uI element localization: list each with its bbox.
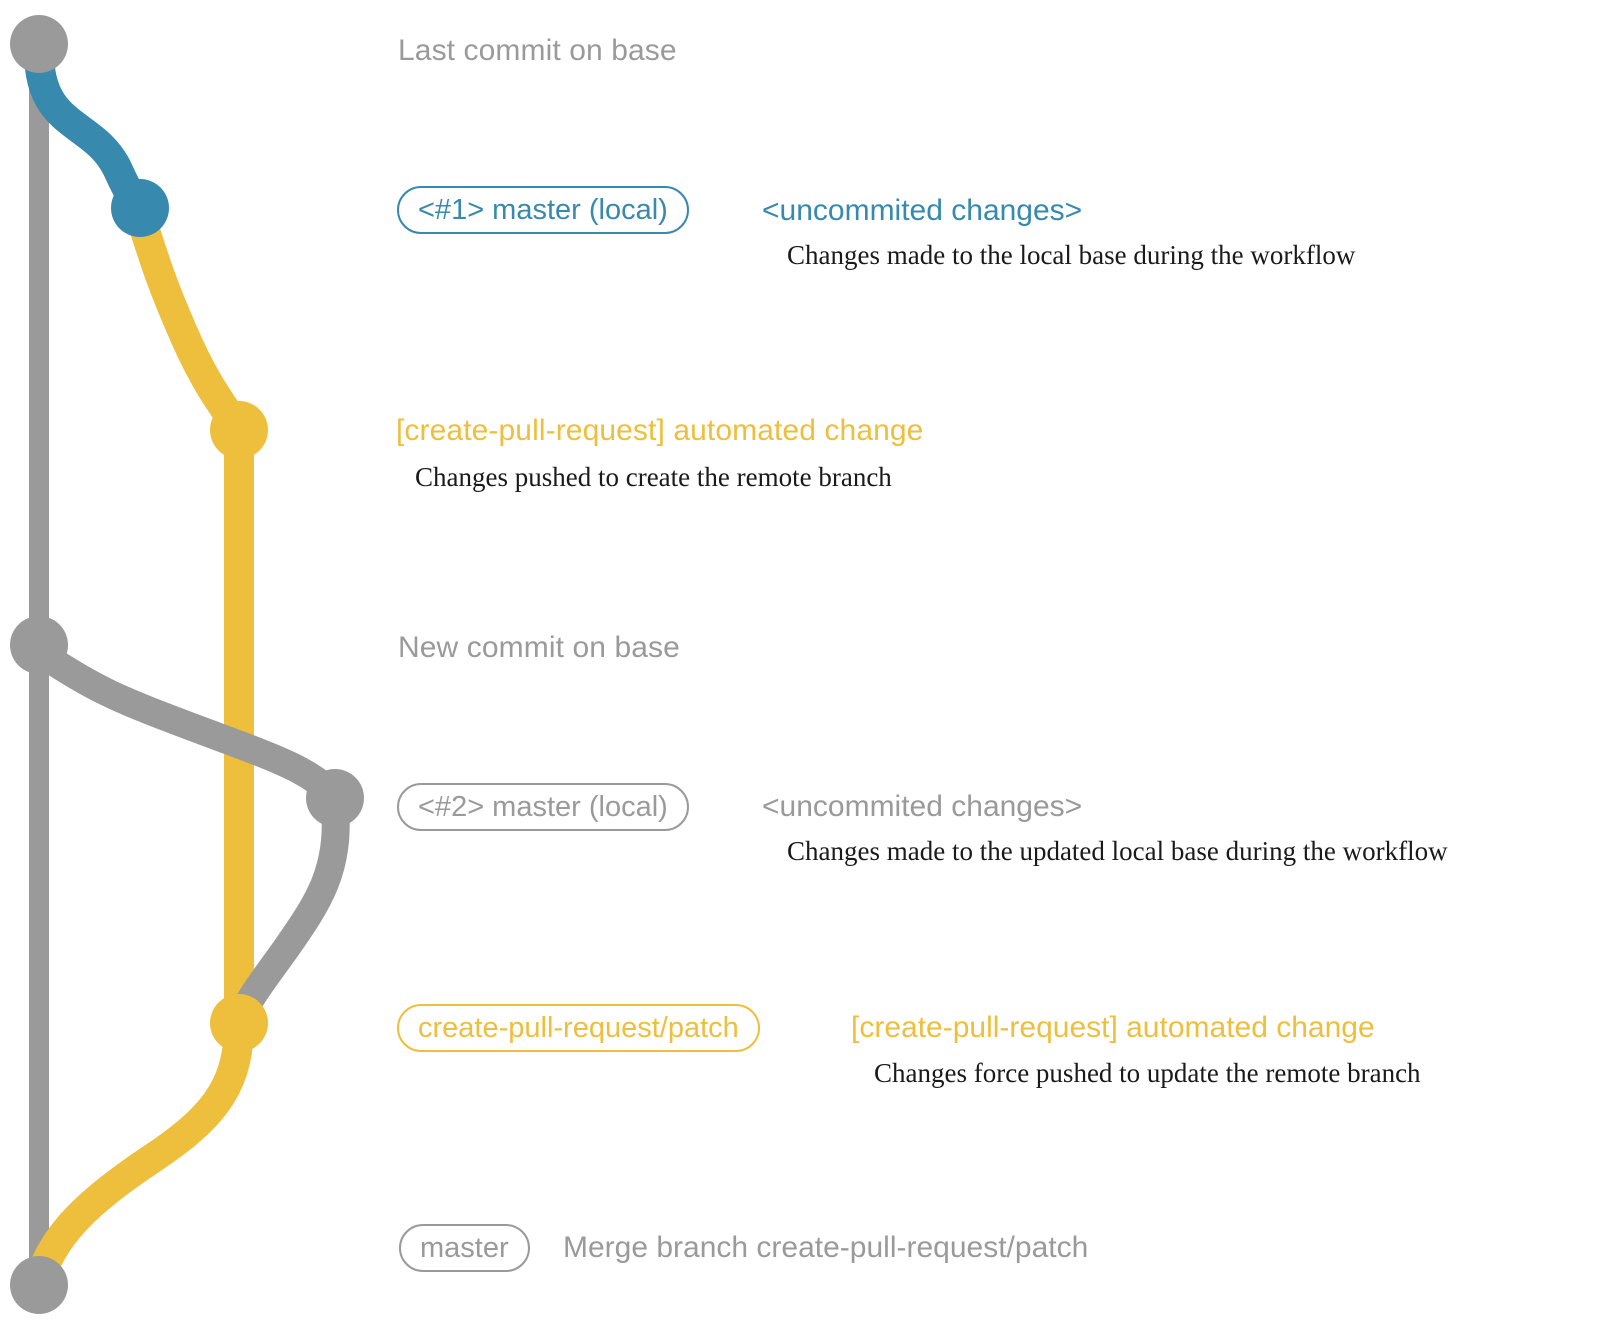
commit-node-merge[interactable]: [10, 1256, 68, 1314]
commit-note-patch-1: Changes pushed to create the remote bran…: [415, 462, 892, 492]
commit-node-local-1[interactable]: [111, 179, 169, 237]
ref-badge-master[interactable]: master: [399, 1224, 530, 1272]
patch-merge-edge: [24, 1015, 254, 1297]
commit-node-new-commit-on-base[interactable]: [10, 616, 68, 674]
ref-badge-patch-2[interactable]: create-pull-request/patch: [397, 1004, 760, 1052]
commit-subject-merge: Merge branch create-pull-request/patch: [563, 1231, 1089, 1264]
ref-badge-local-2[interactable]: <#2> master (local): [397, 783, 689, 831]
commit-node-patch-2[interactable]: [210, 994, 268, 1052]
ref-badge-local-1[interactable]: <#1> master (local): [397, 186, 689, 234]
commit-node-patch-1[interactable]: [210, 401, 268, 459]
commit-node-local-2[interactable]: [306, 769, 364, 827]
commit-note-local-2: Changes made to the updated local base d…: [787, 836, 1448, 866]
commit-subject-last-commit-on-base: Last commit on base: [398, 34, 677, 67]
commit-note-local-1: Changes made to the local base during th…: [787, 240, 1356, 270]
commit-graph: [10, 15, 364, 1314]
commit-subject-local-1: <uncommited changes>: [762, 194, 1083, 227]
commit-subject-patch-2: [create-pull-request] automated change: [851, 1011, 1375, 1044]
commit-subject-local-2: <uncommited changes>: [762, 790, 1083, 823]
commit-subject-patch-1: [create-pull-request] automated change: [396, 414, 924, 447]
local2-branch-edge: [25, 638, 349, 812]
commit-node-last-commit-on-base[interactable]: [10, 15, 68, 73]
commit-subject-new-commit-on-base: New commit on base: [398, 631, 680, 664]
patch-branch-edge-1: [125, 200, 254, 445]
commit-note-patch-2: Changes force pushed to update the remot…: [874, 1058, 1421, 1088]
